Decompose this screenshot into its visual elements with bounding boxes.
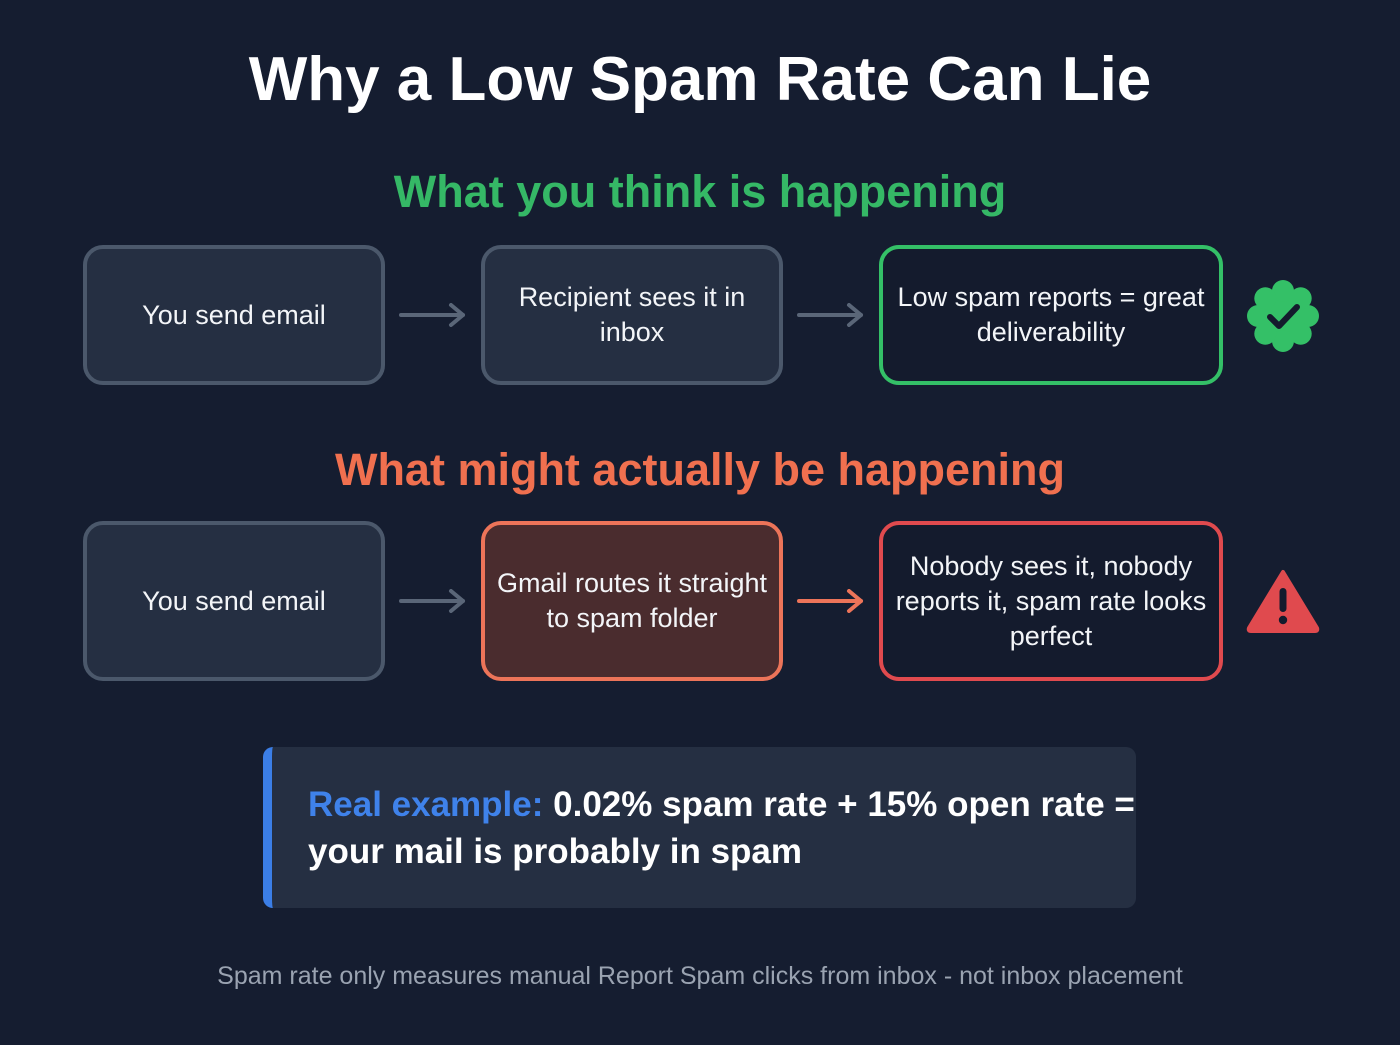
arrow-right-icon — [797, 303, 863, 327]
real-example-callout: Real example: 0.02% spam rate + 15% open… — [263, 747, 1136, 908]
arrow-right-icon — [399, 589, 465, 613]
callout-label: Real example: — [308, 785, 544, 824]
step-gmail-routes-to-spam: Gmail routes it straight to spam folder — [481, 521, 783, 681]
step-low-spam-reports: Low spam reports = great deliverability — [879, 245, 1223, 385]
step-you-send-email: You send email — [83, 521, 385, 681]
heading-what-actually-happens: What might actually be happening — [334, 444, 1066, 495]
callout-text: 0.02% spam rate + 15% open rate = your m… — [308, 785, 1135, 871]
heading-what-you-think: What you think is happening — [393, 166, 1007, 217]
step-recipient-sees-inbox: Recipient sees it in inbox — [481, 245, 783, 385]
step-you-send-email: You send email — [83, 245, 385, 385]
arrow-right-icon — [399, 303, 465, 327]
check-badge-icon — [1247, 280, 1319, 352]
page-title: Why a Low Spam Rate Can Lie — [248, 45, 1152, 114]
warning-triangle-icon — [1246, 570, 1320, 633]
arrow-right-icon — [797, 589, 863, 613]
footnote: Spam rate only measures manual Report Sp… — [217, 962, 1183, 990]
step-nobody-sees-it: Nobody sees it, nobody reports it, spam … — [879, 521, 1223, 681]
